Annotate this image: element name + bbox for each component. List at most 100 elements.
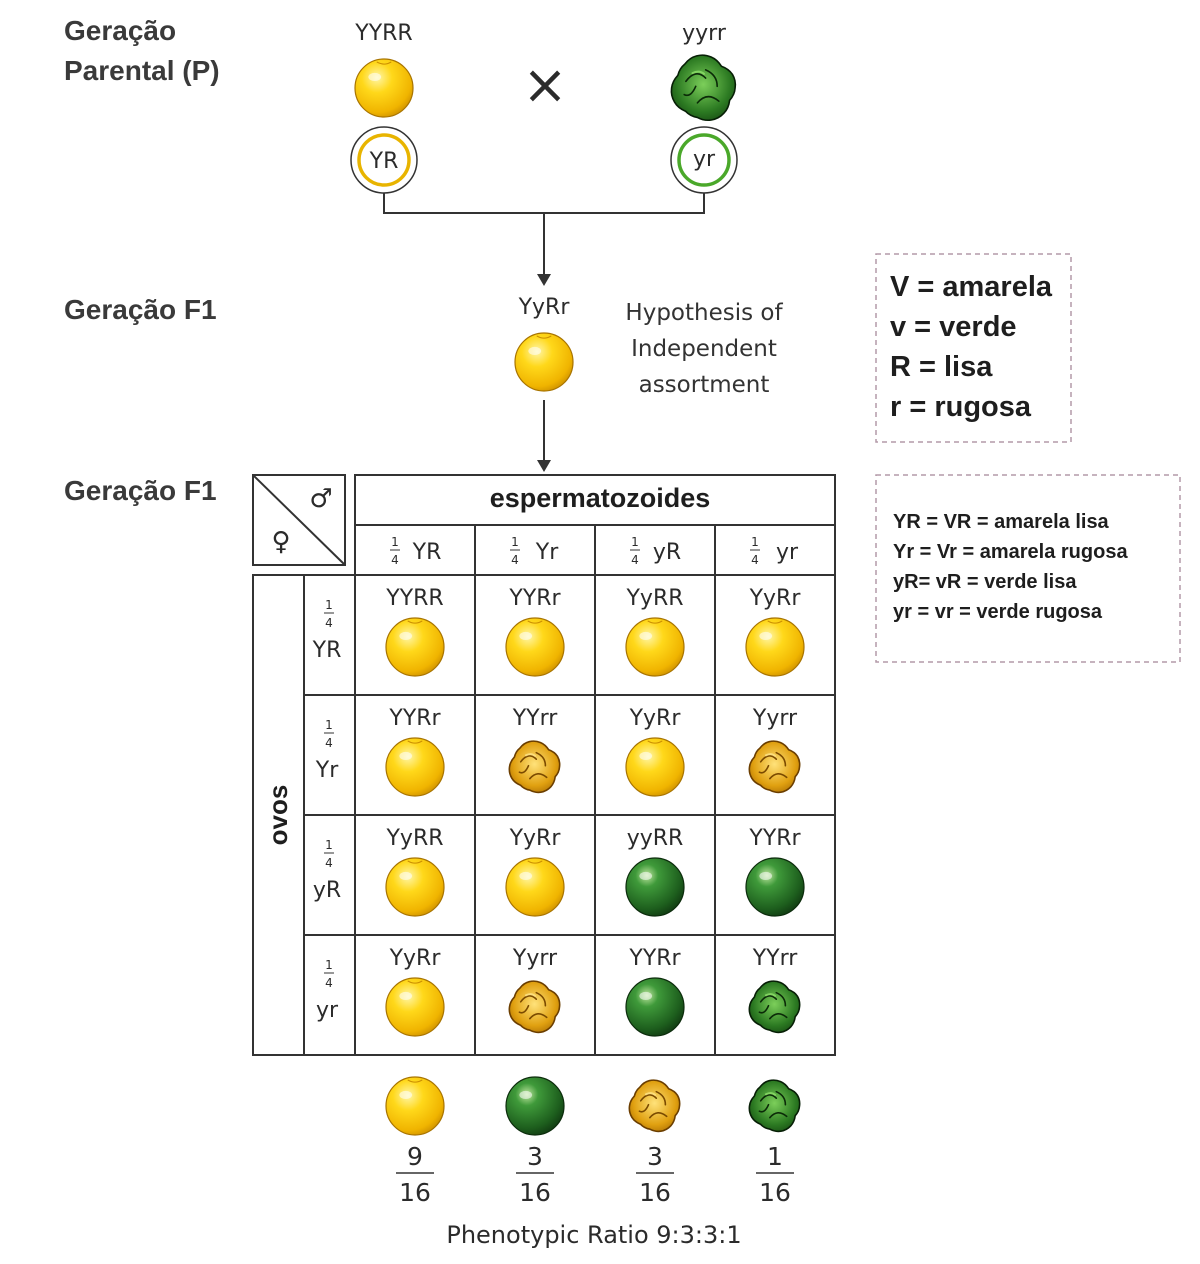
gamete-right: yr (670, 126, 738, 194)
fraction-denominator: 4 (751, 553, 759, 567)
sperm-gamete-label: yR (653, 540, 681, 565)
allele-key-line: R = lisa (890, 351, 993, 383)
allele-key-line: V = amarela (890, 271, 1053, 303)
offspring-cell: yyRR (625, 826, 685, 917)
offspring-genotype: YyRr (629, 706, 682, 731)
offspring-genotype: YyRR (625, 586, 683, 611)
eggs-header-label: ovos (263, 785, 293, 846)
f1-generation-title: Geração F1 (64, 294, 217, 325)
fraction-denominator: 4 (391, 553, 399, 567)
fraction-denominator: 4 (325, 856, 333, 870)
offspring-genotype: Yyrr (512, 946, 558, 971)
offspring-genotype: YYRr (508, 586, 561, 611)
parental-generation-title-line1: Geração (64, 15, 176, 46)
offspring-cell: YyRr (505, 826, 565, 917)
offspring-pea-icon (625, 617, 685, 677)
fraction-denominator: 4 (325, 976, 333, 990)
sperm-gamete-header: 1 4 yR (630, 535, 681, 567)
parent-right-pea-icon (670, 54, 737, 122)
offspring-genotype: YyRr (749, 586, 802, 611)
female-symbol-icon: ♀ (271, 527, 290, 557)
offspring-cell: YyRR (625, 586, 685, 677)
sperm-gamete-label: YR (412, 540, 442, 565)
fraction-denominator: 4 (325, 736, 333, 750)
offspring-genotype: YYrr (512, 706, 559, 731)
offspring-pea-icon (748, 740, 801, 794)
gamete-key-line: Yr = Vr = amarela rugosa (893, 541, 1128, 563)
arrow-to-f1-icon (537, 274, 551, 286)
parent-right-genotype: yyrr (682, 21, 727, 46)
offspring-cell: YYRr (385, 706, 445, 797)
phenotype-pea-icon (748, 1079, 801, 1133)
offspring-genotype: YYrr (752, 946, 799, 971)
allele-key-line: v = verde (890, 311, 1017, 343)
phenotype-class: 916 (385, 1076, 445, 1207)
arrow-to-f2-icon (537, 460, 551, 472)
phenotype-pea-icon (385, 1076, 445, 1136)
sperm-gamete-label: Yr (535, 540, 559, 565)
egg-gamete-label: yr (316, 998, 339, 1023)
hypothesis-line3: assortment (639, 372, 770, 398)
offspring-genotype: YYRr (628, 946, 681, 971)
phenotype-fraction-numerator: 3 (647, 1142, 663, 1171)
phenotype-fraction-denominator: 16 (519, 1178, 551, 1207)
offspring-cell: YyRR (385, 826, 445, 917)
fraction-denominator: 4 (511, 553, 519, 567)
fraction-numerator: 1 (325, 958, 333, 972)
offspring-cell: YYrr (748, 946, 801, 1034)
egg-gamete-label: Yr (315, 758, 339, 783)
offspring-pea-icon (625, 977, 685, 1037)
gamete-key-line: yR= vR = verde lisa (893, 571, 1077, 593)
offspring-pea-icon (385, 857, 445, 917)
fraction-numerator: 1 (751, 535, 759, 549)
gamete-right-label: yr (693, 147, 716, 172)
fraction-denominator: 4 (325, 616, 333, 630)
offspring-pea-icon (748, 980, 801, 1034)
offspring-genotype: YyRr (389, 946, 442, 971)
phenotype-fraction-denominator: 16 (759, 1178, 791, 1207)
phenotype-class: 316 (505, 1076, 565, 1207)
offspring-cell: YYRR (385, 586, 445, 677)
offspring-pea-icon (745, 617, 805, 677)
hypothesis-line2: Independent (631, 336, 777, 362)
punnett-square (252, 474, 836, 1056)
cross-symbol: × (522, 53, 567, 116)
egg-gamete-header: 1 4YR (312, 598, 342, 663)
fraction-denominator: 4 (631, 553, 639, 567)
offspring-cell: YyRr (385, 946, 445, 1037)
fraction-numerator: 1 (325, 598, 333, 612)
phenotype-fraction-denominator: 16 (639, 1178, 671, 1207)
f1-genotype: YyRr (518, 295, 571, 320)
offspring-pea-icon (508, 740, 561, 794)
f2-generation-title: Geração F1 (64, 475, 217, 506)
offspring-pea-icon (625, 857, 685, 917)
egg-gamete-label: YR (312, 638, 342, 663)
offspring-cell: YYrr (508, 706, 561, 794)
hypothesis-line1: Hypothesis of (625, 300, 783, 326)
fraction-numerator: 1 (631, 535, 639, 549)
sperm-gamete-label: yr (776, 540, 799, 565)
offspring-genotype: YYRR (385, 586, 443, 611)
phenotype-fraction-numerator: 1 (767, 1142, 783, 1171)
phenotype-fraction-denominator: 16 (399, 1178, 431, 1207)
f1-pea-icon (514, 332, 574, 392)
sex-corner-box (252, 474, 346, 566)
offspring-cell: YyRr (745, 586, 805, 677)
gamete-left: YR (350, 126, 418, 194)
offspring-cell: YyRr (625, 706, 685, 797)
fraction-numerator: 1 (391, 535, 399, 549)
offspring-genotype: YYRr (748, 826, 801, 851)
allele-key-box: V = amarela v = verde R = lisa r = rugos… (875, 253, 1072, 443)
phenotype-fraction-numerator: 3 (527, 1142, 543, 1171)
offspring-pea-icon (385, 977, 445, 1037)
offspring-pea-icon (625, 737, 685, 797)
offspring-cell: YYRr (625, 946, 685, 1037)
gamete-left-label: YR (369, 149, 399, 174)
parental-generation-title-line2: Parental (P) (64, 55, 220, 86)
offspring-pea-icon (505, 617, 565, 677)
offspring-pea-icon (385, 737, 445, 797)
phenotype-pea-icon (628, 1079, 681, 1133)
